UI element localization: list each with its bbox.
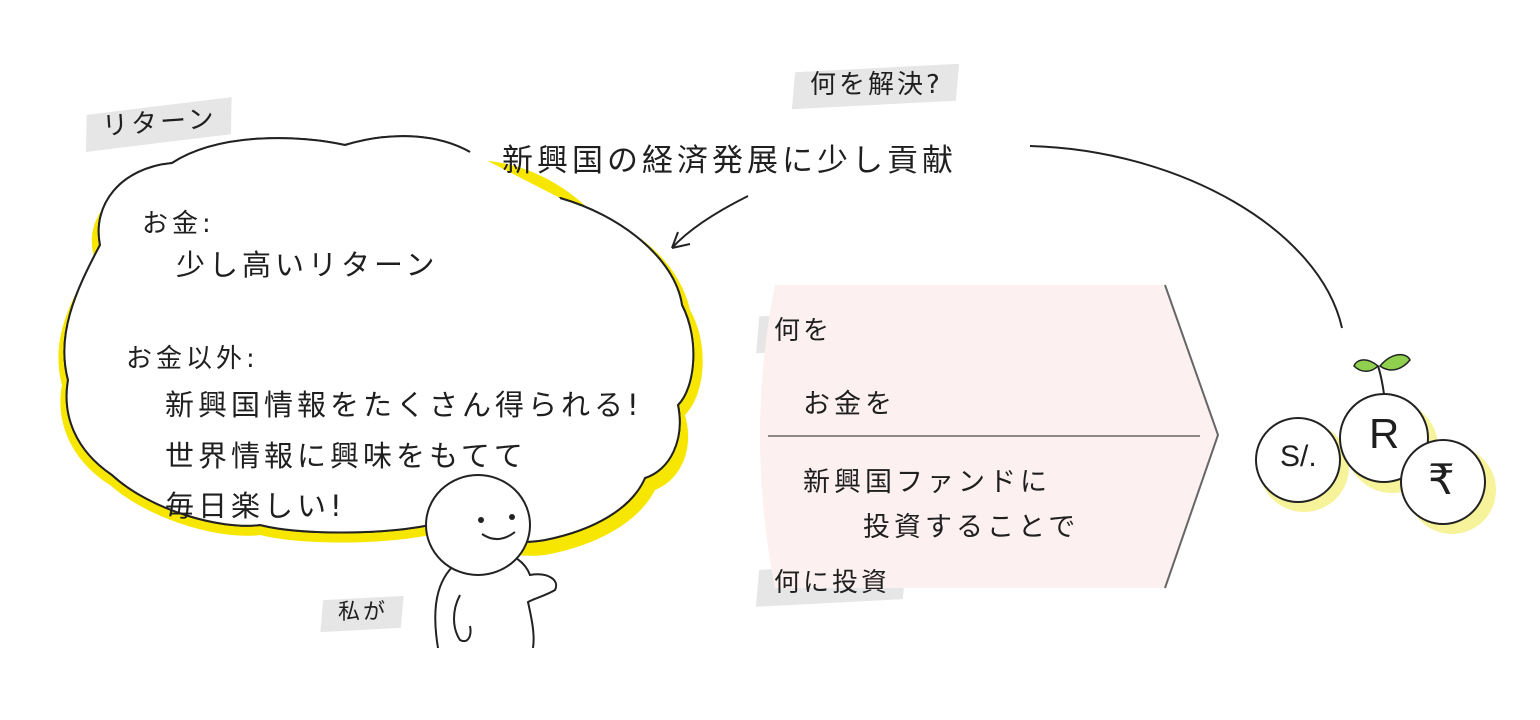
money-heading: お金:: [142, 209, 215, 239]
box-arrow-edge: [1164, 284, 1220, 589]
non-money-line-2: 世界情報に興味をもてて: [165, 439, 527, 473]
non-money-line-1: 新興国情報をたくさん得られる!: [165, 388, 643, 422]
coin-rupee-label: ₹: [1428, 455, 1455, 504]
coin-rupee: [1400, 439, 1486, 525]
goal-to-coins-curve: [1029, 145, 1343, 329]
non-money-line-3: 毎日楽しい!: [165, 489, 346, 523]
coins-group: [1255, 353, 1496, 534]
label-me: 私が: [320, 592, 404, 633]
sprout-leaf-left: [1353, 359, 1380, 372]
sprout-stem: [1377, 365, 1385, 395]
money-text: 少し高いリターン: [176, 248, 439, 282]
label-what-solve: 何を解決?: [791, 62, 959, 110]
coin-sol: [1255, 417, 1341, 503]
person-character: [425, 474, 558, 649]
label-what: 何を: [756, 308, 848, 354]
box-where-line-1: 新興国ファンドに: [803, 467, 1051, 498]
non-money-heading: お金以外:: [126, 344, 259, 374]
goal-text: 新興国の経済発展に少し貢献: [502, 143, 957, 179]
box-where-line-2: 投資することで: [863, 512, 1080, 543]
box-what-text: お金を: [803, 389, 896, 420]
sprout-leaf-right: [1378, 353, 1411, 371]
coin-sol-label: S/.: [1280, 440, 1317, 473]
arrow-to-cloud: [671, 195, 749, 249]
coin-rand-label: R: [1369, 410, 1400, 457]
label-invest-in-what: 何に投資: [755, 560, 907, 607]
person-face: [478, 514, 515, 523]
